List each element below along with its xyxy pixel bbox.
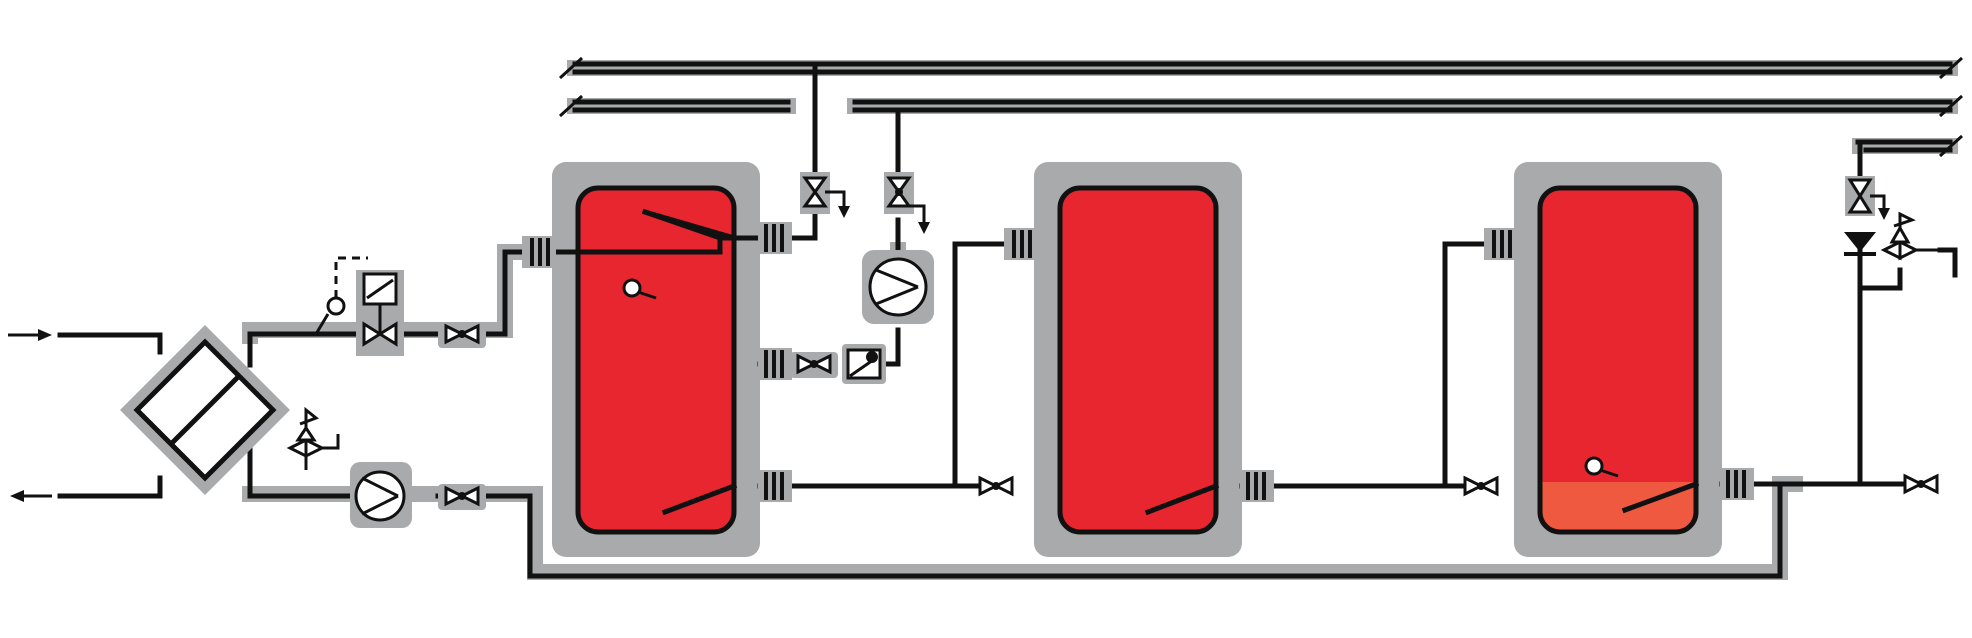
- shutoff-valve-header-1-icon: [800, 172, 850, 218]
- check-valve-tank1-icon: [842, 344, 886, 384]
- plate-heat-exchanger-icon: [120, 325, 290, 495]
- shutoff-valve-right-riser-icon: [1845, 176, 1890, 220]
- motorized-valve-icon: [356, 270, 404, 356]
- flow-out-arrow-icon: [10, 490, 52, 502]
- flange-tank1-top-left: [522, 236, 556, 268]
- main-header-pipes: [558, 56, 1964, 158]
- drain-valve-tank3-icon: [1903, 473, 1939, 495]
- flange-tank1-top-right: [758, 222, 792, 254]
- tank-3-temperature-sensor-icon: [1584, 456, 1619, 478]
- circulation-pump-tank1-icon: [862, 250, 934, 324]
- tank-1-temperature-sensor-icon: [622, 278, 657, 300]
- flow-in-arrow-icon: [8, 329, 52, 341]
- ball-valve-left-return-icon: [438, 484, 486, 510]
- storage-tank-3: [1514, 162, 1722, 557]
- check-valve-right-riser-icon: [1844, 232, 1876, 256]
- flange-tank3-top-left: [1484, 228, 1518, 260]
- shutoff-valve-header-2-icon: [884, 172, 930, 234]
- flange-tank2-bottom-right: [1240, 470, 1274, 502]
- safety-valve-left-icon: [286, 406, 340, 470]
- circulation-pump-left-icon: [350, 462, 412, 528]
- flange-tank1-mid-right: [758, 348, 792, 380]
- control-signal-line: [334, 256, 368, 298]
- flange-tank3-bottom-right: [1720, 468, 1754, 500]
- pipework: [57, 65, 1958, 579]
- tank-2-body: [1057, 185, 1219, 535]
- ball-valve-left-supply-icon: [438, 322, 486, 348]
- flange-tank1-bottom-right: [758, 470, 792, 502]
- flange-tank2-top-left: [1004, 228, 1038, 260]
- tank-3-body: [1540, 188, 1696, 532]
- storage-tank-2: [1034, 162, 1242, 557]
- tank-3-cold-zone: [1540, 482, 1696, 532]
- drain-valve-tank1-icon: [978, 475, 1014, 497]
- drain-valve-tank2-icon: [1463, 475, 1499, 497]
- tank-1-body: [575, 185, 737, 535]
- safety-valve-right-icon: [1880, 211, 1940, 261]
- tank-connections: [522, 222, 1754, 502]
- storage-tank-1: [552, 162, 760, 557]
- ball-valve-tank1-mid-icon: [790, 352, 838, 378]
